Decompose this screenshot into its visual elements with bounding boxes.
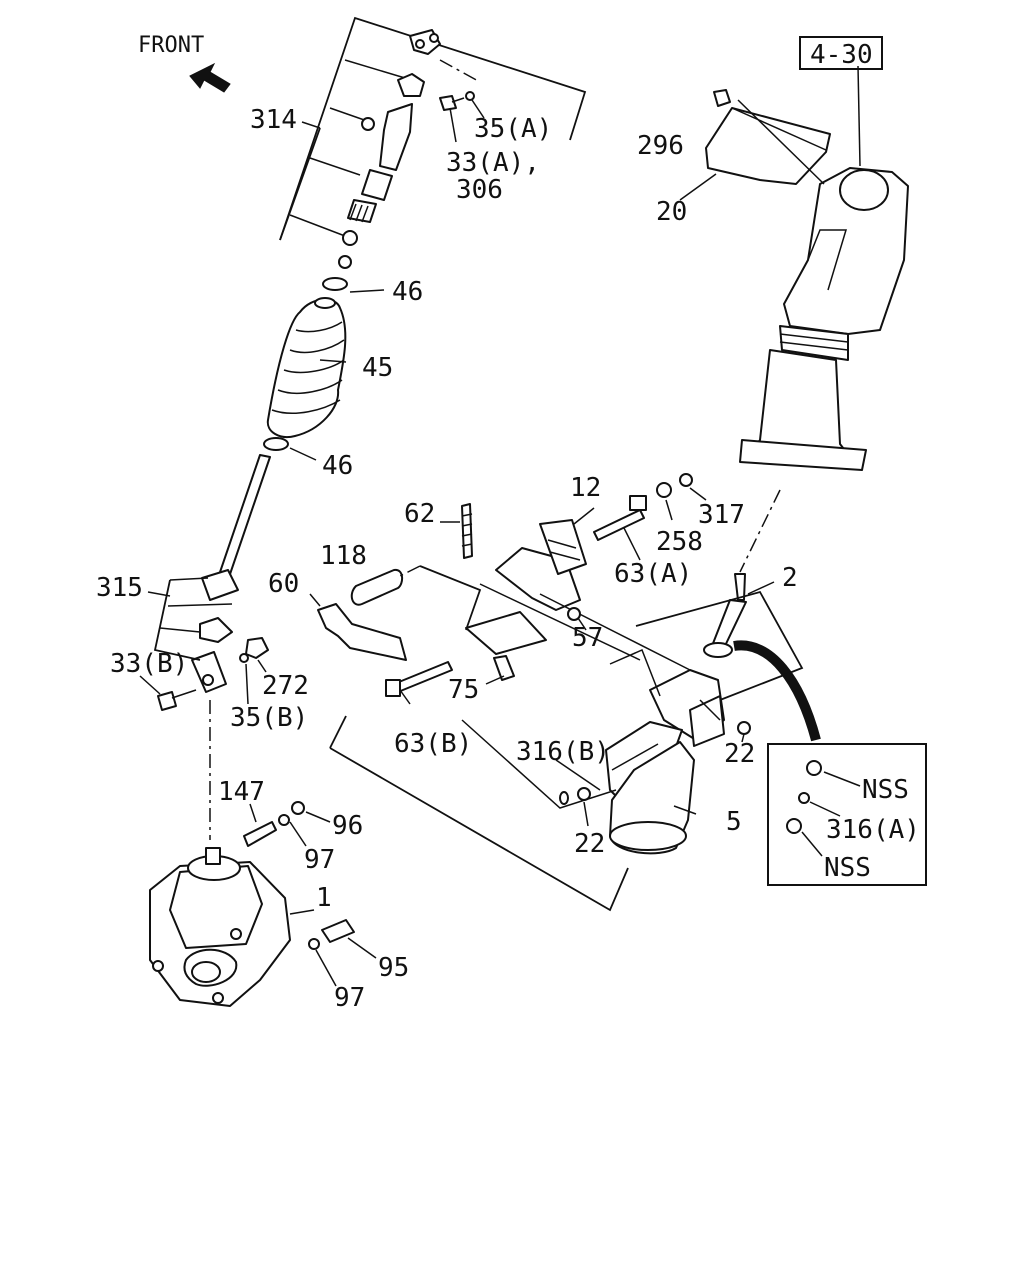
gearbox <box>149 801 355 1007</box>
front-label: FRONT <box>138 33 204 58</box>
label-1: 1 <box>316 883 332 913</box>
label-12: 12 <box>570 473 601 503</box>
reference-box: 4-30 <box>799 36 883 70</box>
label-296: 296 <box>637 131 684 161</box>
label-33b: 33(B) <box>110 649 188 679</box>
label-45: 45 <box>362 353 393 383</box>
label-95: 95 <box>378 953 409 983</box>
label-2: 2 <box>782 563 798 593</box>
label-314: 314 <box>250 105 297 135</box>
label-75: 75 <box>448 675 479 705</box>
label-35b: 35(B) <box>230 703 308 733</box>
column-housing <box>461 649 751 855</box>
label-306: 306 <box>456 175 503 205</box>
label-22-lower: 22 <box>574 829 605 859</box>
label-96: 96 <box>332 811 363 841</box>
label-118: 118 <box>320 541 367 571</box>
inset-box <box>767 743 927 886</box>
label-316a: 316(A) <box>826 815 920 845</box>
intermediate-shaft <box>153 454 271 840</box>
label-317: 317 <box>698 500 745 530</box>
label-57: 57 <box>572 623 603 653</box>
label-63b: 63(B) <box>394 729 472 759</box>
label-272: 272 <box>262 671 309 701</box>
arrow-up-left-icon <box>189 62 231 93</box>
label-315: 315 <box>96 573 143 603</box>
label-258: 258 <box>656 527 703 557</box>
label-20: 20 <box>656 197 687 227</box>
label-46-lower: 46 <box>322 451 353 481</box>
label-316b: 316(B) <box>516 737 610 767</box>
label-33a: 33(A), <box>446 148 540 178</box>
label-35a: 35(A) <box>474 114 552 144</box>
boot-assembly <box>263 277 348 451</box>
label-46-upper: 46 <box>392 277 423 307</box>
part-labels: 314 35(A) 33(A), 306 296 20 46 45 46 62 … <box>96 105 920 1013</box>
reference-box-label: 4-30 <box>810 40 873 70</box>
label-97-lower: 97 <box>334 983 365 1013</box>
bracket-assembly <box>317 473 693 912</box>
label-97-upper: 97 <box>304 845 335 875</box>
label-60: 60 <box>268 569 299 599</box>
label-147: 147 <box>218 777 265 807</box>
shift-lever-boot <box>705 89 909 471</box>
label-63a: 63(A) <box>614 559 692 589</box>
label-22-right: 22 <box>724 739 755 769</box>
label-5: 5 <box>726 807 742 837</box>
label-62: 62 <box>404 499 435 529</box>
label-nss-2: NSS <box>824 853 871 883</box>
upper-shaft-assembly <box>279 16 587 269</box>
shift-lever <box>635 573 821 742</box>
label-nss-1: NSS <box>862 775 909 805</box>
leader-lines <box>139 65 861 987</box>
